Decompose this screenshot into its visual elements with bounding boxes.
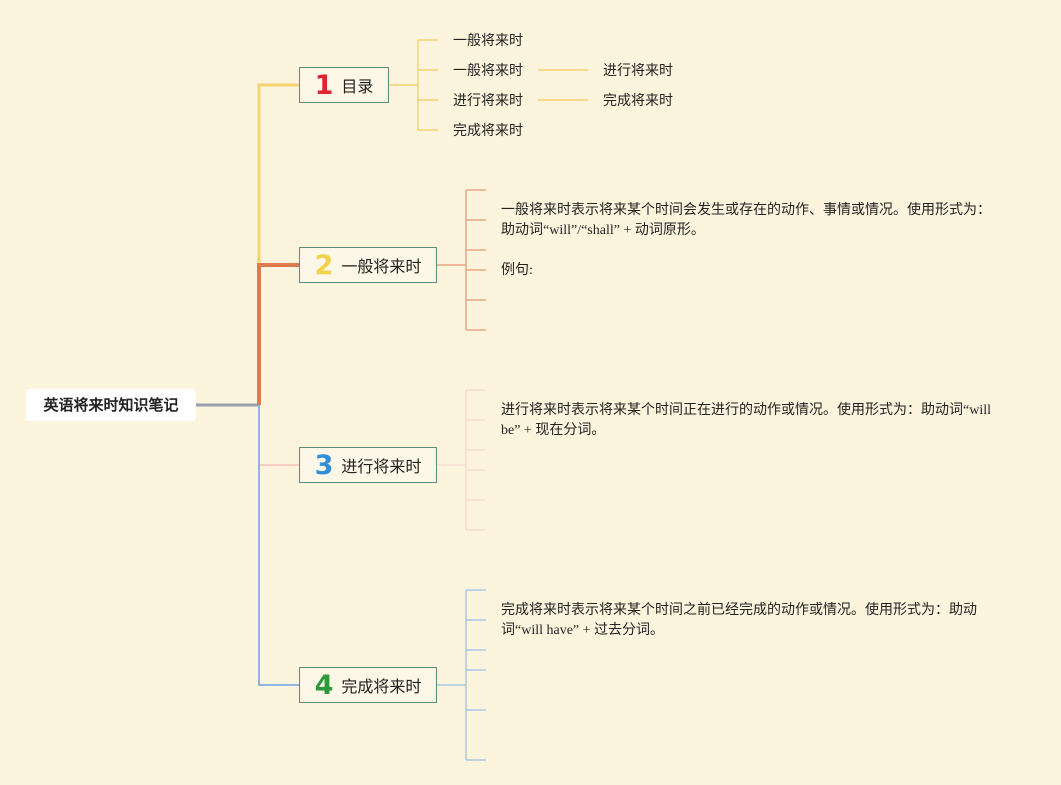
toc-subitem[interactable]: 进行将来时 <box>603 63 673 79</box>
perfect-future-definition: 完成将来时表示将来某个时间之前已经完成的动作或情况。使用形式为：助动词“will… <box>501 603 977 638</box>
number-4-icon: 4 <box>314 669 334 701</box>
toc-item[interactable]: 一般将来时 <box>453 33 523 49</box>
section-node-progressive-future[interactable]: 3 进行将来时 <box>299 447 437 483</box>
progressive-future-connectors <box>436 389 486 531</box>
branch-4-line <box>258 405 299 686</box>
section-node-toc[interactable]: 1 目录 <box>299 67 389 103</box>
root-topic[interactable]: 英语将来时知识笔记 <box>26 389 196 421</box>
section-node-simple-future[interactable]: 2 一般将来时 <box>299 247 437 283</box>
toc-item[interactable]: 进行将来时 <box>453 93 523 109</box>
toc-connectors <box>388 39 588 131</box>
number-1-icon: 1 <box>314 69 334 101</box>
branch-2-line <box>257 263 299 405</box>
number-2-icon: 2 <box>314 249 334 281</box>
toc-subitem[interactable]: 完成将来时 <box>603 93 673 109</box>
simple-future-example-label: 例句: <box>501 263 533 278</box>
branch-3-line <box>258 405 299 466</box>
section-node-perfect-future[interactable]: 4 完成将来时 <box>299 667 437 703</box>
root-title: 英语将来时知识笔记 <box>43 396 179 414</box>
branch-1-line <box>257 83 299 405</box>
toc-item[interactable]: 一般将来时 <box>453 63 523 79</box>
perfect-future-connectors <box>436 589 486 761</box>
progressive-future-definition: 进行将来时表示将来某个时间正在进行的动作或情况。使用形式为：助动词“will b… <box>501 403 991 438</box>
section-label-simple-future: 一般将来时 <box>341 257 422 276</box>
section-label-progressive-future: 进行将来时 <box>341 457 422 476</box>
section-label-perfect-future: 完成将来时 <box>341 677 422 696</box>
simple-future-connectors <box>436 189 486 331</box>
toc-item[interactable]: 完成将来时 <box>453 123 523 139</box>
simple-future-definition: 一般将来时表示将来某个时间会发生或存在的动作、事情或情况。使用形式为：助动词“w… <box>501 203 991 238</box>
number-3-icon: 3 <box>314 449 334 481</box>
section-label-toc: 目录 <box>341 77 374 96</box>
